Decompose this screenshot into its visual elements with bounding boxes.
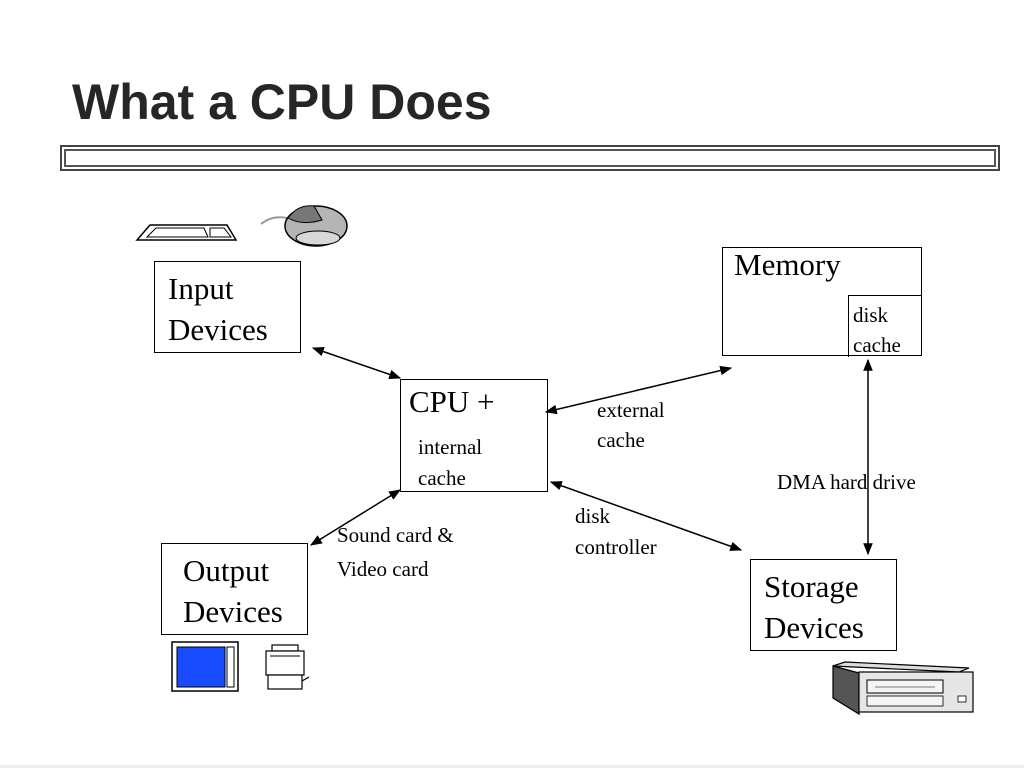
disk-drive-icon [832, 661, 974, 716]
printer-icon [265, 644, 310, 690]
arrow-cpu-storage [549, 481, 743, 551]
arrow-cpu-output [309, 489, 402, 546]
mouse-icon [260, 205, 348, 247]
storage-devices-box: Storage Devices [750, 559, 897, 651]
input-devices-label-line2: Devices [168, 312, 268, 347]
memory-label: Memory [734, 247, 841, 282]
sound-video-label-line2: Video card [337, 557, 429, 581]
storage-devices-label-line1: Storage [764, 569, 859, 604]
disk-cache-label-line1: disk [853, 303, 889, 327]
output-devices-label-line2: Devices [183, 594, 283, 629]
dma-label: DMA hard drive [777, 470, 916, 494]
disk-cache-box [848, 295, 922, 357]
memory-box: Memory disk cache [722, 247, 922, 357]
output-devices-box: Output Devices [161, 543, 308, 635]
cpu-cache-label: cache [418, 466, 466, 490]
arrow-cpu-memory [544, 365, 733, 415]
cpu-box: CPU + internal cache [400, 379, 548, 492]
input-devices-label-line1: Input [168, 271, 234, 306]
cpu-label: CPU + [409, 384, 495, 419]
title-divider [60, 145, 1000, 171]
slide-title: What a CPU Does [72, 74, 492, 130]
output-devices-label-line1: Output [183, 553, 270, 588]
input-devices-box: Input Devices [154, 261, 301, 353]
storage-devices-label-line2: Devices [764, 610, 864, 645]
monitor-icon [171, 641, 239, 692]
footer-divider [0, 765, 1024, 768]
cpu-internal-label: internal [418, 435, 483, 459]
external-cache-label-line2: cache [597, 428, 645, 452]
keyboard-icon [135, 224, 238, 241]
arrow-input-cpu [311, 346, 402, 380]
disk-cache-label-line2: cache [853, 333, 901, 357]
